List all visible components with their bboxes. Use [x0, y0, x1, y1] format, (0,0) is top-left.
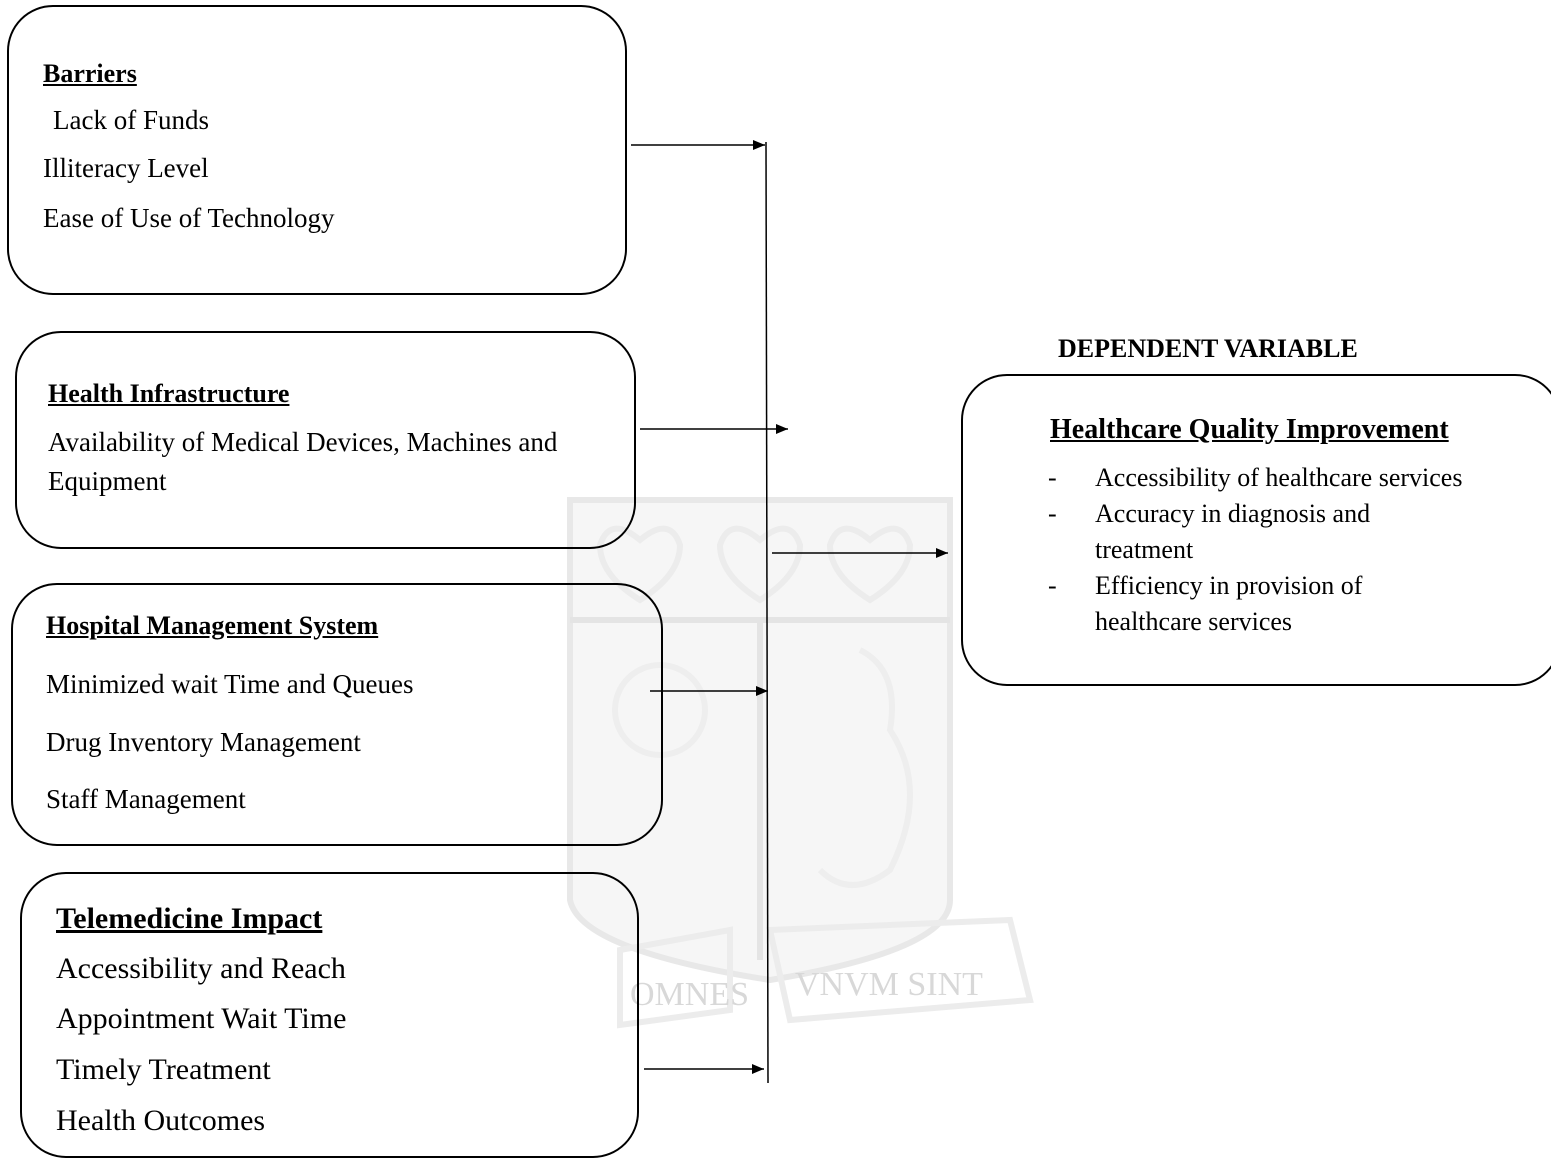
healthcare-quality-item-text: Efficiency in provision of healthcare se… [1095, 571, 1363, 636]
telemedicine-item: Appointment Wait Time [56, 1002, 347, 1035]
healthcare-quality-list: - Accessibility of healthcare services - A… [963, 460, 1523, 640]
barriers-title: Barriers [43, 59, 137, 88]
hospital-management-title: Hospital Management System [46, 611, 379, 640]
dependent-variable-label: DEPENDENT VARIABLE [1058, 334, 1358, 363]
telemedicine-item: Accessibility and Reach [56, 952, 346, 985]
telemedicine-impact-box: Telemedicine Impact Accessibility and Re… [20, 872, 639, 1158]
hospital-management-item: Minimized wait Time and Queues [46, 669, 414, 699]
healthcare-quality-item: - Accuracy in diagnosis and treatment [963, 496, 1523, 568]
barriers-item: Illiteracy Level [43, 153, 209, 183]
healthcare-quality-box: Healthcare Quality Improvement - Accessib… [961, 374, 1551, 686]
hospital-management-item: Staff Management [46, 784, 246, 814]
healthcare-quality-item-text: Accuracy in diagnosis and treatment [1095, 499, 1371, 564]
crest-motto-right: VNVM SINT [795, 966, 983, 1003]
health-infrastructure-description: Availability of Medical Devices, Machine… [48, 427, 558, 496]
health-infrastructure-title: Health Infrastructure [48, 379, 290, 408]
hospital-management-box: Hospital Management System Minimized wai… [11, 583, 663, 846]
telemedicine-item: Timely Treatment [56, 1053, 271, 1086]
healthcare-quality-item: - Accessibility of healthcare services [963, 460, 1523, 496]
health-infrastructure-box: Health Infrastructure Availability of Me… [15, 331, 636, 549]
vertical-bus-line [765, 141, 769, 1084]
hospital-management-item: Drug Inventory Management [46, 727, 361, 757]
bullet-dash: - [1048, 463, 1057, 492]
bullet-dash: - [1048, 571, 1057, 600]
healthcare-quality-item: - Efficiency in provision of healthcare s… [963, 568, 1523, 640]
barriers-item: Ease of Use of Technology [43, 203, 335, 233]
barriers-item: Lack of Funds [53, 105, 209, 135]
bullet-dash: - [1048, 499, 1057, 528]
barriers-box: Barriers Lack of Funds Illiteracy Level … [7, 5, 627, 295]
telemedicine-title: Telemedicine Impact [56, 902, 323, 935]
healthcare-quality-title: Healthcare Quality Improvement [1050, 414, 1449, 445]
telemedicine-item: Health Outcomes [56, 1104, 266, 1137]
crest-motto-left: OMNES [630, 976, 749, 1013]
healthcare-quality-item-text: Accessibility of healthcare services [1095, 463, 1463, 492]
